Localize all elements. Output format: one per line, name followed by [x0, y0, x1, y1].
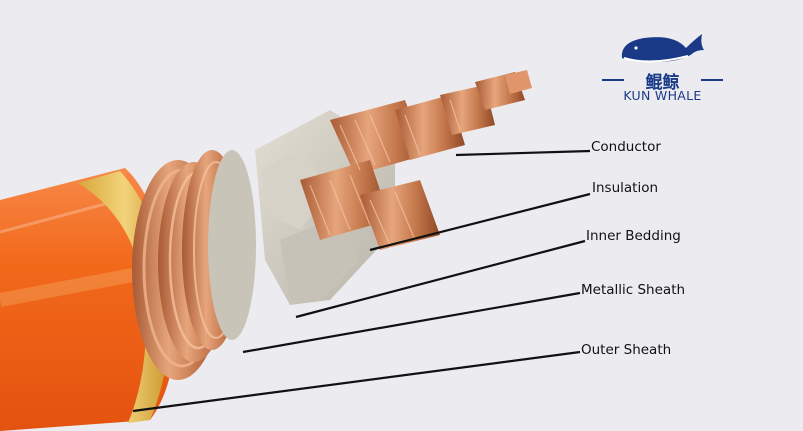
leader-line-outer-sheath	[132, 350, 581, 413]
label-conductor: Conductor	[591, 139, 661, 155]
conductor-strands	[300, 70, 532, 250]
label-metallic-sheath: Metallic Sheath	[581, 282, 686, 298]
leader-line-metallic-sheath	[242, 291, 581, 354]
brand-logo: 鲲鲸 KUN WHALE	[600, 28, 725, 103]
label-inner-bedding: Inner Bedding	[586, 228, 681, 244]
leader-line-insulation	[369, 192, 591, 252]
metallic-sheath-rings	[132, 150, 256, 380]
label-outer-sheath: Outer Sheath	[581, 342, 672, 358]
label-insulation: Insulation	[592, 180, 659, 196]
leader-line-conductor	[455, 149, 591, 157]
leader-line-inner-bedding	[295, 239, 586, 319]
brand-english-name: KUN WHALE	[623, 88, 702, 103]
brand-chinese-name: 鲲鲸	[600, 68, 725, 93]
whale-icon	[621, 34, 704, 63]
